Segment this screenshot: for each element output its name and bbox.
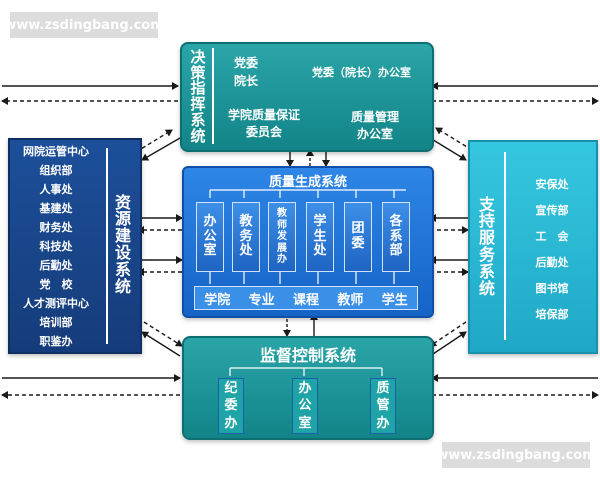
support-item: 工 会 [535,230,569,243]
support-service-system: 支 持 服 务 系 统 安保处 宣传部 工 会 后勤处 图书馆 培保部 [468,140,598,354]
unit-youth-league: 团 委 [344,202,372,272]
decision-title-char: 挥 [190,95,206,113]
unit-departments: 各 系 部 [382,202,410,272]
resource-item: 培训部 [39,316,73,329]
resource-item: 职鉴办 [39,335,73,348]
decision-divider [212,48,214,144]
support-item: 安保处 [535,178,569,191]
arrow-monitor-to-support [429,331,467,357]
scope-item: 教师 [337,292,364,308]
resource-item: 党 校 [39,278,73,291]
decision-title-char: 策 [190,63,206,82]
resource-item: 科技处 [39,240,73,253]
arrow-decision-to-support [429,137,467,161]
node-quality-committee: 学院质量保证 委员会 [227,108,300,139]
scope-item: 学院 [204,292,231,308]
generation-title: 质量生成系统 [268,175,347,190]
quality-generation-system: 质量生成系统 办 公 室 教 务 处 教 师 发 展 办 [182,166,434,318]
support-divider [504,152,506,340]
unit-student-affairs: 学 生 处 [306,202,334,272]
resource-construction-system: 网院运管中心 组织部 人事处 基建处 财务处 科技处 后勤处 党 校 人才测评中… [8,138,142,354]
unit-discipline-office: 纪 委 办 [218,378,244,434]
arrow-support-to-monitor [429,321,467,347]
unit-general-office: 办 公 室 [292,378,318,434]
watermark-bottom: www.zsdingbang.com [436,442,596,468]
decision-title-char: 决 [190,47,206,66]
arrow-resource-to-decision [135,129,173,153]
node-party: 党委 [234,56,259,70]
support-item: 培保部 [535,308,569,321]
monitor-connectors [229,367,383,376]
scope-item: 课程 [292,292,319,308]
supervision-control-system: 监督控制系统 纪 委 办 办 公 室 质 管 办 [182,336,434,440]
unit-office: 办 公 室 [196,202,224,272]
arrow-resource-to-monitor [143,321,183,347]
resource-divider [106,148,108,344]
resource-item: 人才测评中心 [23,297,89,310]
resource-title: 资 源 建 设 系 统 [114,192,131,296]
scope-item: 学生 [381,292,408,308]
monitor-title: 监督控制系统 [259,346,356,365]
scope-item: 专业 [248,292,275,308]
decision-title: 决 策 指 挥 系 统 [186,48,210,146]
arrow-monitor-to-resource [141,331,181,357]
unit-teacher-development: 教 师 发 展 办 [268,202,296,272]
generation-scope-bar: 学院 专业 课程 教师 学生 [194,286,418,310]
decision-command-system: 决 策 指 挥 系 统 党委 院长 党委（院长）办公室 学院质量保证 委员会 质… [180,42,434,152]
resource-list: 网院运管中心 组织部 人事处 基建处 财务处 科技处 后勤处 党 校 人才测评中… [10,142,102,351]
support-item: 图书馆 [535,282,569,295]
resource-item: 基建处 [39,202,73,215]
unit-quality-management-office: 质 管 办 [370,378,396,434]
support-item: 后勤处 [535,256,569,269]
resource-item: 后勤处 [39,259,73,272]
decision-title-char: 系 [190,110,206,129]
watermark-top: www.zsdingbang.com [4,12,164,38]
unit-academic-affairs: 教 务 处 [232,202,260,272]
arrow-support-to-decision [435,127,473,151]
resource-item: 组织部 [39,164,73,177]
support-list: 安保处 宣传部 工 会 后勤处 图书馆 培保部 [510,172,594,328]
resource-item: 网院运管中心 [23,145,89,158]
arrow-decision-to-resource [141,137,181,161]
node-quality-office: 质量管理 办公室 [350,110,399,141]
support-item: 宣传部 [535,204,569,217]
generation-connectors [209,189,406,284]
support-title: 支 持 服 务 系 统 [478,194,495,298]
decision-title-char: 统 [190,126,206,145]
resource-item: 人事处 [39,183,73,196]
node-party-office: 党委（院长）办公室 [312,66,411,79]
node-dean: 院长 [234,74,259,88]
resource-item: 财务处 [39,221,73,234]
decision-title-char: 指 [190,79,206,98]
